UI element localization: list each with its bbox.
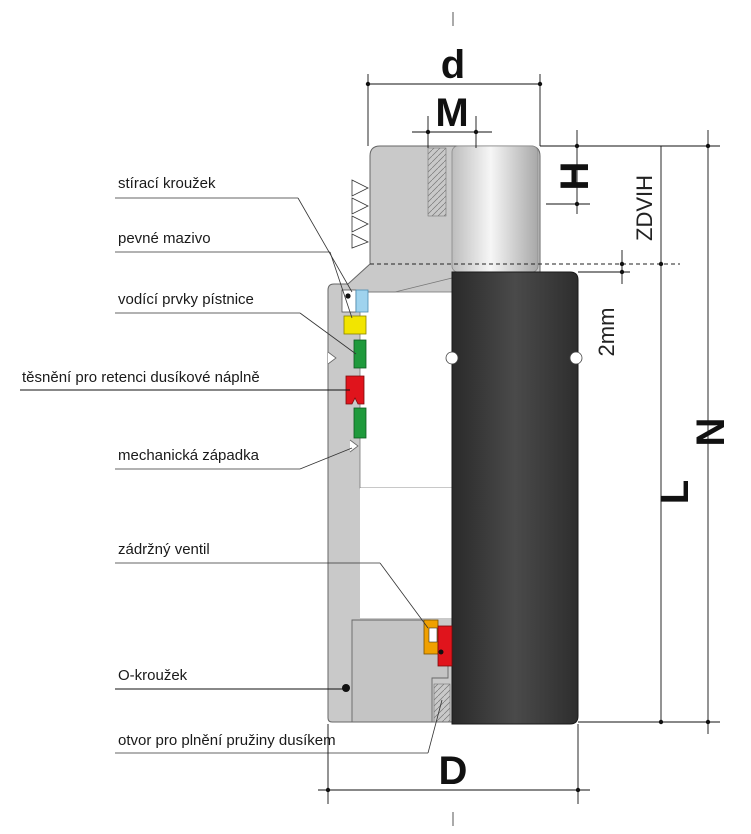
solid-lubricant bbox=[343, 315, 367, 335]
label-o-ring: O-kroužek bbox=[118, 667, 188, 684]
dim-d: d bbox=[441, 43, 465, 87]
rod-groove-right bbox=[569, 351, 583, 365]
label-mechanical-latch: mechanická západka bbox=[118, 447, 260, 464]
piston-rod-top bbox=[451, 145, 539, 273]
check-valve-ball bbox=[438, 649, 444, 655]
rod-thread-M bbox=[427, 147, 447, 217]
latch-notch bbox=[349, 439, 359, 453]
rod-guide-upper bbox=[353, 339, 367, 369]
dim-stroke: ZDVIH bbox=[632, 175, 657, 241]
bore-chamfer bbox=[360, 277, 453, 293]
label-nitrogen-seal: těsnění pro retenci dusíkové náplně bbox=[22, 369, 260, 386]
dim-2mm: 2mm bbox=[594, 308, 619, 357]
label-solid-lubricant: pevné mazivo bbox=[118, 230, 211, 247]
lower-cavity bbox=[360, 488, 452, 618]
rod-guide-lower bbox=[353, 407, 367, 439]
wiper-ring bbox=[355, 289, 369, 313]
fill-port-thread bbox=[433, 683, 451, 723]
nitrogen-seal bbox=[345, 375, 365, 405]
check-valve-seal bbox=[437, 625, 453, 667]
dim-D: D bbox=[439, 749, 468, 793]
dim-L: L bbox=[653, 480, 697, 504]
dim-H: H bbox=[553, 162, 597, 191]
label-wiper-ring: stírací kroužek bbox=[118, 175, 216, 192]
dim-N: N bbox=[689, 418, 733, 447]
inner-bore bbox=[359, 291, 453, 489]
o-ring bbox=[342, 684, 350, 692]
label-check-valve: zádržný ventil bbox=[118, 541, 210, 558]
piston-body bbox=[451, 271, 579, 725]
wiper-lips-icon bbox=[351, 179, 369, 249]
label-rod-guides: vodící prvky pístnice bbox=[118, 291, 254, 308]
dim-M: M bbox=[435, 91, 468, 135]
wiper-ring-dot bbox=[345, 293, 351, 299]
groove-left bbox=[327, 351, 337, 365]
label-fill-port: otvor pro plnění pružiny dusíkem bbox=[118, 732, 336, 749]
rod-groove-left bbox=[445, 351, 459, 365]
check-valve-spring bbox=[428, 627, 438, 643]
